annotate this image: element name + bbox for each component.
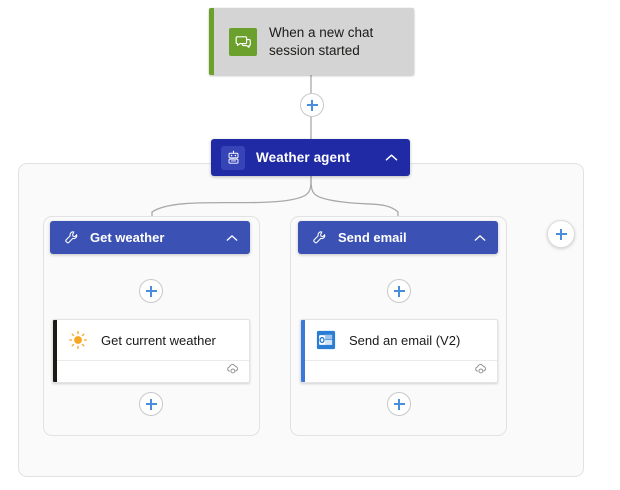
chevron-up-icon[interactable]	[385, 153, 398, 162]
add-step-in-send-email-top[interactable]	[387, 279, 411, 303]
trigger-title: When a new chat session started	[269, 24, 374, 58]
connector-agent-sendemail	[310, 175, 399, 221]
tool-node-get-weather[interactable]: Get weather	[50, 221, 250, 254]
outlook-icon	[315, 329, 337, 351]
action-footer	[301, 361, 497, 381]
connector-icon	[226, 362, 239, 380]
add-step-in-get-weather-bottom[interactable]	[139, 392, 163, 416]
trigger-accent-bar	[209, 8, 214, 75]
tool-title: Send email	[338, 230, 407, 245]
chevron-up-icon[interactable]	[474, 234, 486, 242]
trigger-node[interactable]: When a new chat session started	[209, 8, 414, 75]
action-header: Get current weather	[53, 320, 249, 361]
add-step-in-send-email-bottom[interactable]	[387, 392, 411, 416]
action-header: Send an email (V2)	[301, 320, 497, 361]
wrench-icon	[312, 230, 327, 245]
add-tool-button[interactable]	[547, 220, 575, 248]
tool-node-send-email[interactable]: Send email	[298, 221, 498, 254]
action-card-get-current-weather[interactable]: Get current weather	[52, 319, 250, 383]
tool-title: Get weather	[90, 230, 165, 245]
action-title: Send an email (V2)	[349, 332, 461, 348]
action-footer	[53, 361, 249, 381]
action-card-send-an-email[interactable]: Send an email (V2)	[300, 319, 498, 383]
action-accent-bar	[53, 320, 57, 382]
action-title: Get current weather	[101, 332, 216, 348]
action-accent-bar	[301, 320, 305, 382]
agent-title: Weather agent	[256, 150, 351, 165]
wrench-icon	[64, 230, 79, 245]
add-step-in-get-weather-top[interactable]	[139, 279, 163, 303]
robot-icon	[221, 145, 245, 170]
chat-bubble-icon	[229, 27, 257, 56]
chevron-up-icon[interactable]	[226, 234, 238, 242]
add-step-after-trigger[interactable]	[300, 93, 324, 117]
connector-agent-getweather	[151, 175, 312, 221]
connector-icon	[474, 362, 487, 380]
agent-node[interactable]: Weather agent	[211, 139, 410, 176]
sun-icon	[67, 329, 89, 351]
